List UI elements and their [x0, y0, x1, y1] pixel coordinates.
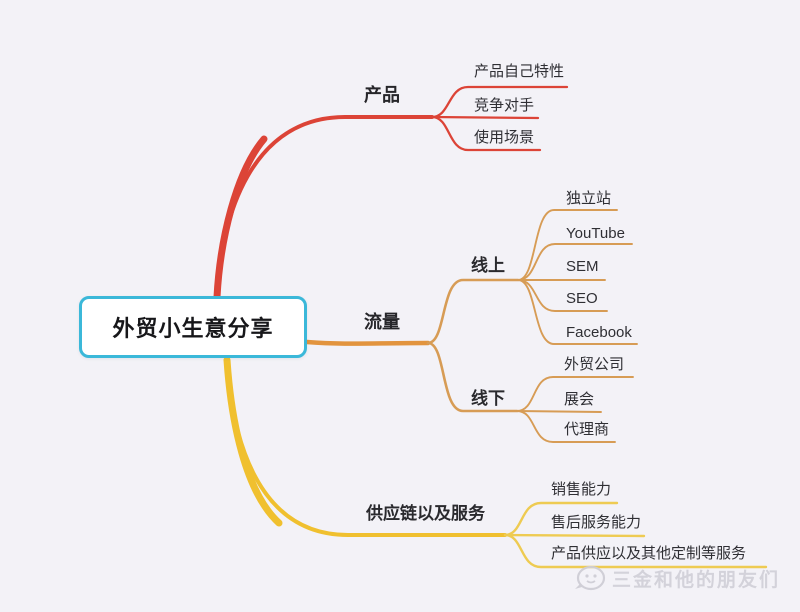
- supply-trunk: [225, 357, 507, 537]
- offline-child-line-1: [516, 376, 634, 412]
- item-independent-site[interactable]: 独立站: [566, 190, 612, 207]
- item-seo[interactable]: SEO: [566, 290, 598, 307]
- item-sem[interactable]: SEM: [566, 258, 599, 275]
- online-line: [426, 278, 520, 345]
- online-child-line-1: [517, 209, 618, 281]
- subtopic-after-sales[interactable]: 售后服务能力: [551, 514, 642, 531]
- subtopic-sales-capability[interactable]: 销售能力: [551, 481, 612, 498]
- online-child-line-5: [517, 279, 638, 345]
- subtopic-online[interactable]: 线上: [471, 256, 505, 275]
- online-child-line-2: [517, 243, 633, 281]
- product-trunk: [215, 115, 434, 298]
- topic-product[interactable]: 产品: [364, 85, 400, 105]
- chat-bubble-face-icon: [572, 565, 606, 592]
- item-youtube[interactable]: YouTube: [566, 225, 625, 242]
- subtopic-use-scenarios[interactable]: 使用场景: [474, 129, 535, 146]
- offline-child-line-2: [516, 410, 602, 413]
- subtopic-product-supply[interactable]: 产品供应以及其他定制等服务: [551, 545, 747, 562]
- topic-traffic[interactable]: 流量: [364, 312, 400, 332]
- subtopic-product-features[interactable]: 产品自己特性: [474, 63, 565, 80]
- item-exhibition[interactable]: 展会: [564, 391, 595, 408]
- offline-child-line-3: [516, 410, 616, 443]
- item-agent[interactable]: 代理商: [564, 421, 610, 438]
- subtopic-competitors[interactable]: 竞争对手: [474, 97, 535, 114]
- watermark: 三金和他的朋友们: [572, 565, 780, 592]
- traffic-trunk: [304, 339, 431, 346]
- item-facebook[interactable]: Facebook: [566, 324, 632, 341]
- supply-child-line-2: [503, 533, 646, 538]
- supply-child-line-3: [503, 533, 768, 569]
- product-child-line-3: [430, 115, 542, 152]
- topic-supply-chain[interactable]: 供应链以及服务: [366, 504, 485, 523]
- product-child-line-2: [430, 115, 540, 120]
- central-topic[interactable]: 外贸小生意分享: [79, 296, 307, 358]
- online-child-line-4: [517, 279, 608, 312]
- item-trade-company[interactable]: 外贸公司: [564, 356, 625, 373]
- offline-line: [426, 341, 519, 413]
- subtopic-offline[interactable]: 线下: [471, 389, 505, 408]
- watermark-text: 三金和他的朋友们: [612, 570, 781, 591]
- central-topic-label: 外贸小生意分享: [112, 316, 274, 341]
